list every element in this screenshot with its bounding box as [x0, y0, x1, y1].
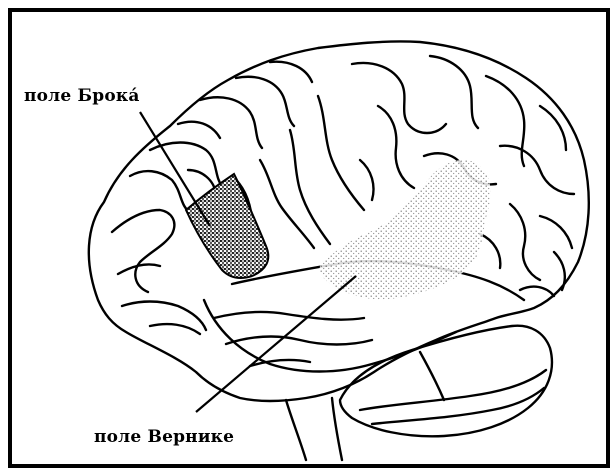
broca-leader-line — [140, 112, 210, 226]
broca-area-region — [186, 174, 268, 278]
wernicke-area-label: поле Вернике — [94, 427, 234, 447]
broca-area-label: поле Брока́ — [24, 86, 140, 106]
brainstem-outline — [286, 398, 342, 460]
cerebellum-outline — [340, 326, 552, 437]
